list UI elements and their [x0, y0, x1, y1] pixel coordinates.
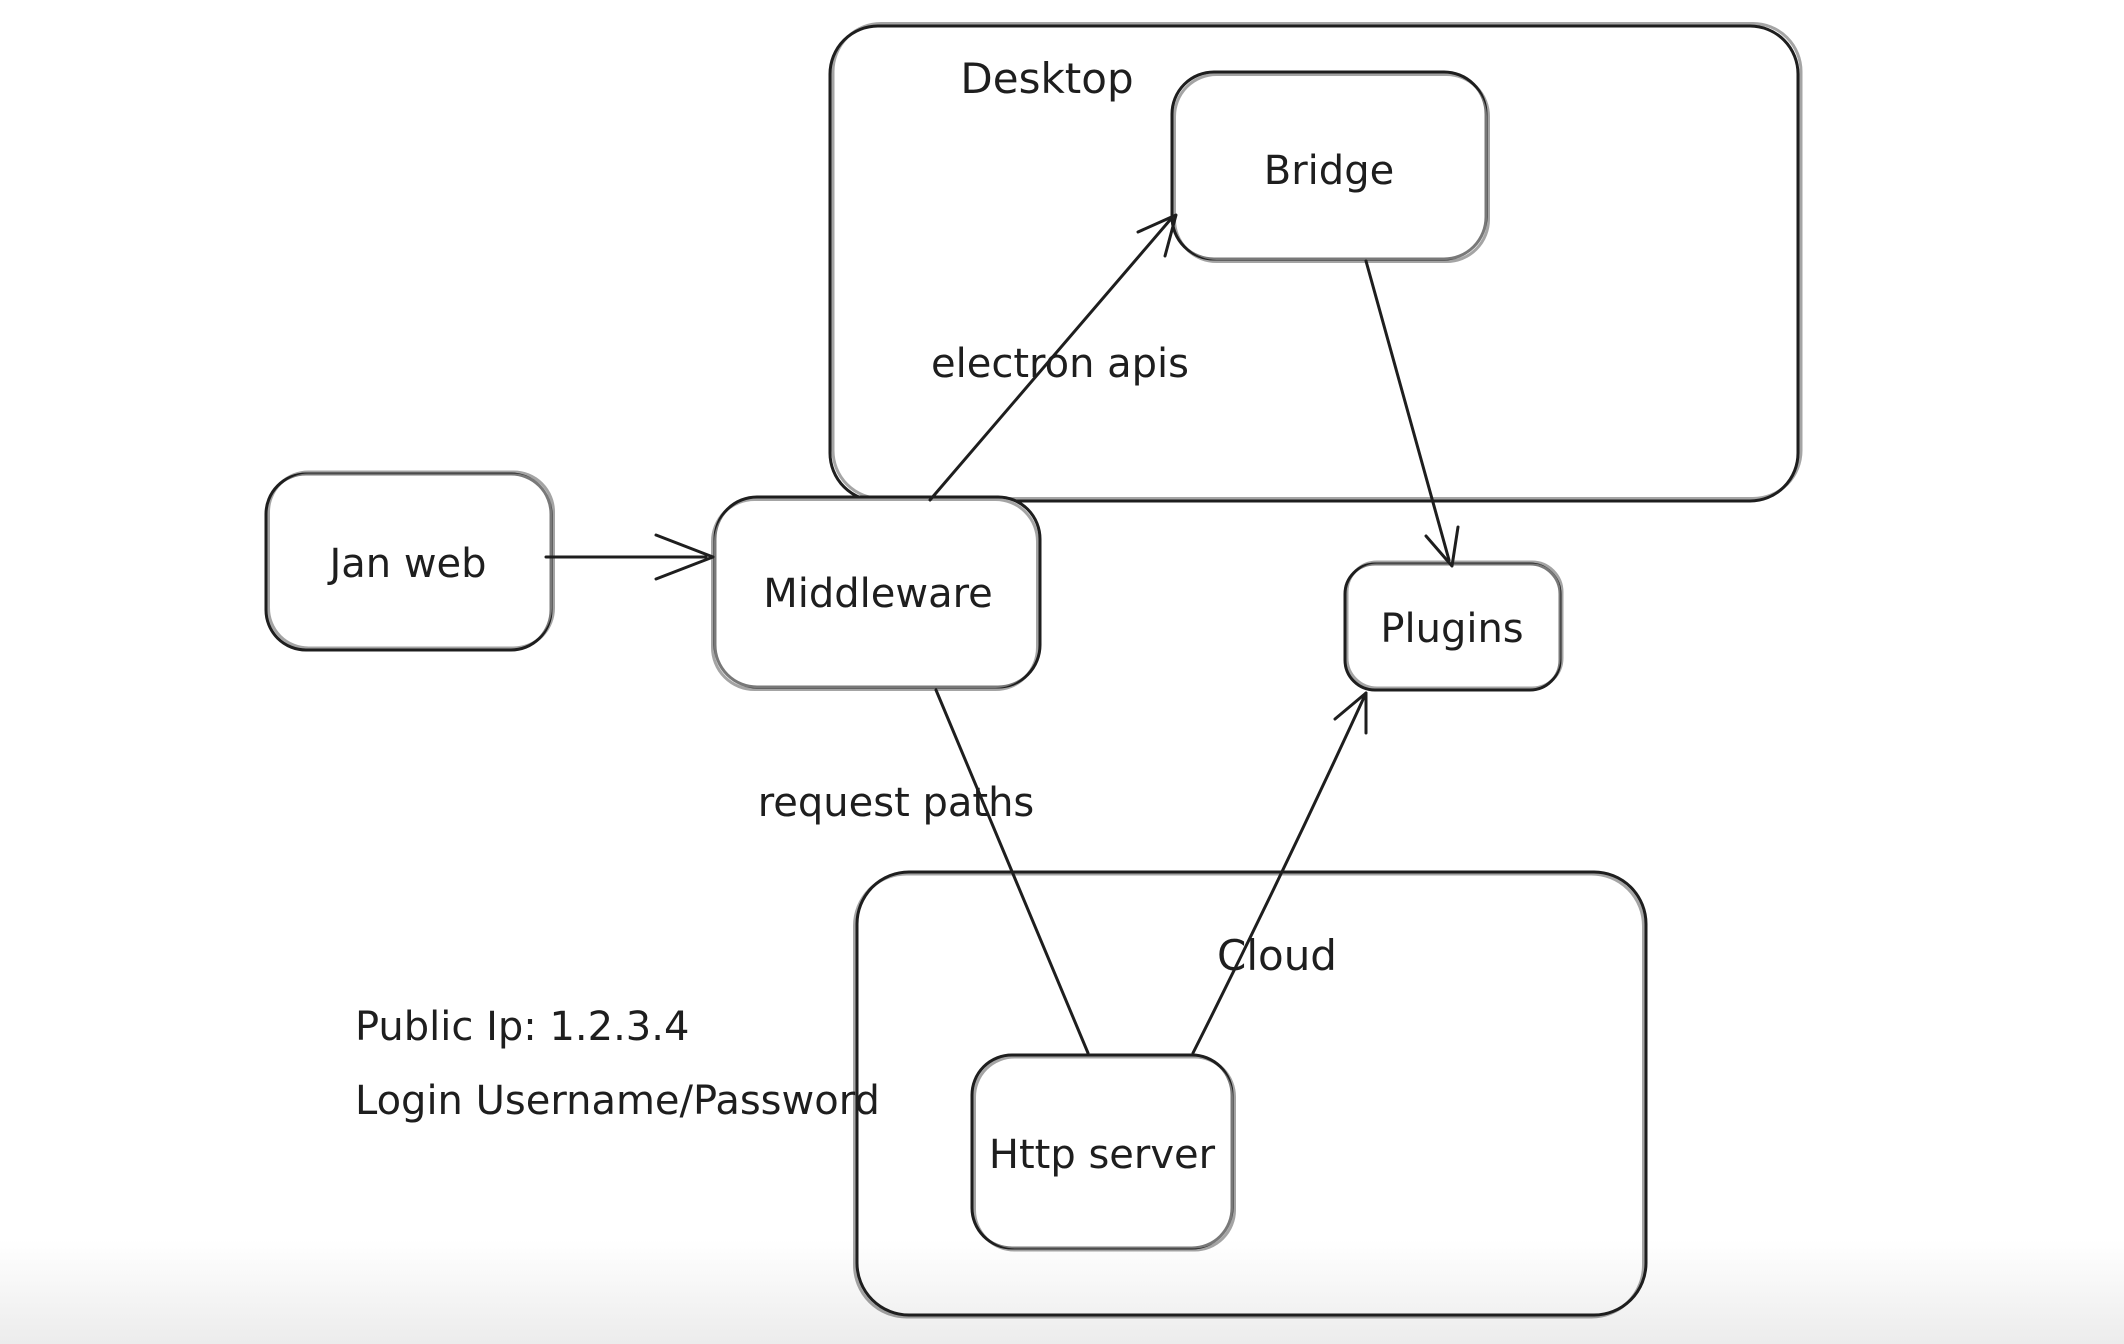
- plugins-label[interactable]: Plugins: [1380, 606, 1523, 652]
- cloud-container-label[interactable]: Cloud: [1217, 931, 1337, 980]
- edge-bridge-to-plugins: [1364, 259, 1460, 568]
- node-bridge: Bridge: [1170, 70, 1490, 263]
- node-middleware: Middleware: [711, 495, 1042, 691]
- edge-label-request-paths[interactable]: request paths: [758, 780, 1035, 826]
- edge-middleware-to-bridge-line[interactable]: [928, 218, 1172, 502]
- annotation-block: Public Ip: 1.2.3.4 Login Username/Passwo…: [355, 1004, 880, 1124]
- node-plugins: Plugins: [1343, 560, 1564, 692]
- http-server-label[interactable]: Http server: [989, 1132, 1216, 1178]
- edge-middleware-to-http-server: request paths: [758, 688, 1090, 1055]
- annotation-public-ip[interactable]: Public Ip: 1.2.3.4: [355, 1004, 689, 1050]
- edge-middleware-to-http-server-line[interactable]: [934, 688, 1090, 1055]
- node-http-server: Http server: [970, 1053, 1236, 1252]
- cloud-container: Cloud: [853, 870, 1648, 1319]
- edge-jan-web-to-middleware: [544, 533, 715, 581]
- desktop-container-label[interactable]: Desktop: [960, 54, 1133, 103]
- desktop-container-box[interactable]: [828, 24, 1800, 503]
- edge-bridge-to-plugins-line[interactable]: [1364, 259, 1451, 562]
- node-jan-web: Jan web: [264, 470, 555, 652]
- bridge-label[interactable]: Bridge: [1264, 148, 1394, 194]
- bottom-fade: [0, 1240, 2124, 1344]
- edge-bridge-to-plugins-arrowhead[interactable]: [1424, 525, 1460, 568]
- edge-label-electron-apis[interactable]: electron apis: [931, 341, 1189, 387]
- edge-middleware-to-bridge-arrowhead[interactable]: [1136, 213, 1178, 258]
- middleware-label[interactable]: Middleware: [763, 571, 993, 617]
- edge-http-server-to-plugins: [1191, 691, 1368, 1055]
- edge-http-server-to-plugins-line[interactable]: [1191, 691, 1368, 1055]
- edge-http-server-to-plugins-arrowhead[interactable]: [1333, 691, 1368, 735]
- desktop-container: Desktop: [828, 22, 1803, 503]
- annotation-login-hint[interactable]: Login Username/Password: [355, 1078, 880, 1124]
- cloud-container-box[interactable]: [855, 870, 1648, 1317]
- edge-middleware-to-bridge: electron apis: [928, 213, 1189, 502]
- edge-jan-web-to-middleware-arrowhead[interactable]: [654, 533, 715, 581]
- jan-web-label[interactable]: Jan web: [326, 541, 486, 587]
